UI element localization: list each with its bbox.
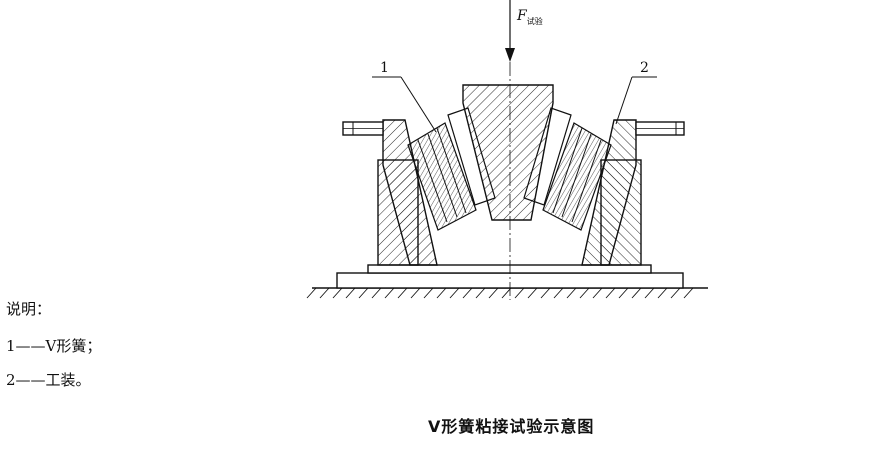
- callout-1-number: 1: [380, 60, 389, 76]
- legend-item-2-text: 工装。: [45, 371, 91, 389]
- v-spring-left-body: [407, 122, 477, 231]
- v-spring-left-layer-1: [417, 139, 448, 223]
- legend-item-1-dash: ——: [15, 337, 46, 355]
- ground-hatch-mark: [514, 287, 525, 299]
- v-spring-left-layer-2: [427, 133, 458, 218]
- fixture-right: [581, 119, 685, 266]
- ground-hatch-mark: [618, 287, 629, 299]
- ground-hatch-mark: [306, 287, 317, 299]
- force-arrow: [505, 0, 515, 300]
- force-label-subscript: 试验: [527, 16, 543, 26]
- ground-hatch-mark: [579, 287, 590, 299]
- callout-2-leader: [615, 76, 633, 125]
- ground-hatch-mark: [540, 287, 551, 299]
- ground-hatch-mark: [332, 287, 343, 299]
- ground-hatch-mark: [657, 287, 668, 299]
- ground-hatch-mark: [410, 287, 421, 299]
- legend-item-1: 1——V形簧；: [6, 337, 101, 355]
- ground-hatch-mark: [683, 287, 694, 299]
- force-arrow-head: [505, 48, 515, 62]
- callout-2-number: 2: [640, 60, 649, 76]
- v-spring-right-layer-1: [571, 139, 602, 223]
- center-wedge-body: [462, 84, 554, 221]
- ground-hatch-mark: [462, 287, 473, 299]
- v-spring-right-layers: [552, 127, 602, 223]
- legend-item-2-dash: ——: [15, 371, 46, 389]
- ground-hatch-mark: [592, 287, 603, 299]
- legend-item-2-number: 2: [6, 371, 16, 389]
- ground-hatch-mark: [475, 287, 486, 299]
- force-label: F试验: [516, 8, 543, 26]
- ground-hatch-mark: [436, 287, 447, 299]
- ground-hatch-mark: [397, 287, 408, 299]
- ground-hatch-mark: [423, 287, 434, 299]
- ground-hatch-mark: [345, 287, 356, 299]
- base-plate-upper: [367, 264, 652, 274]
- ground-hatch-mark: [319, 287, 330, 299]
- ground-hatch-mark: [371, 287, 382, 299]
- ground-hatch-mark: [605, 287, 616, 299]
- ground-hatch-mark: [631, 287, 642, 299]
- ground-hatch-mark: [501, 287, 512, 299]
- v-spring-right-layer-2: [561, 133, 592, 218]
- ground-hatch-mark: [553, 287, 564, 299]
- ground-hatch-mark: [527, 287, 538, 299]
- legend-item-2: 2——工装。: [6, 371, 91, 389]
- legend-item-1-number: 1: [6, 337, 16, 355]
- ground-hatch-mark: [384, 287, 395, 299]
- center-wedge: [462, 84, 554, 221]
- ground-hatch-mark: [566, 287, 577, 299]
- ground-hatch-mark: [670, 287, 681, 299]
- ground-hatch-mark: [449, 287, 460, 299]
- callout-1: [372, 76, 437, 133]
- legend-item-1-text: V形簧；: [45, 337, 102, 355]
- callout-1-leader: [400, 76, 437, 133]
- ground: [306, 287, 708, 299]
- fixture-left: [342, 119, 438, 266]
- fixture-left-wedge: [382, 119, 438, 266]
- v-spring-right-layer-3: [552, 127, 583, 214]
- ground-hatch-mark: [358, 287, 369, 299]
- figure-caption: V形簧粘接试验示意图: [428, 417, 595, 436]
- ground-hatching: [306, 287, 694, 299]
- callout-2: [615, 76, 657, 125]
- ground-hatch-mark: [644, 287, 655, 299]
- v-spring-left-layer-3: [436, 127, 467, 214]
- ground-hatch-mark: [488, 287, 499, 299]
- v-spring-right-body: [542, 122, 612, 231]
- v-spring-left-layers: [417, 127, 467, 223]
- legend-heading: 说明：: [6, 300, 52, 318]
